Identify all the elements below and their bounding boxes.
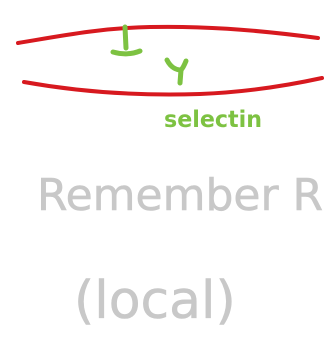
selectin-label: selectin xyxy=(164,107,262,133)
upper-membrane-line xyxy=(16,24,320,45)
lower-membrane-line xyxy=(22,76,324,97)
note-remember-text: Remember R xyxy=(37,170,323,221)
selectin-glyph-lower xyxy=(164,57,189,86)
selectin-glyph-upper xyxy=(110,24,143,57)
note-line-remember: Remember R 2 xyxy=(37,170,333,223)
note-line-local: (local) xyxy=(74,271,236,331)
